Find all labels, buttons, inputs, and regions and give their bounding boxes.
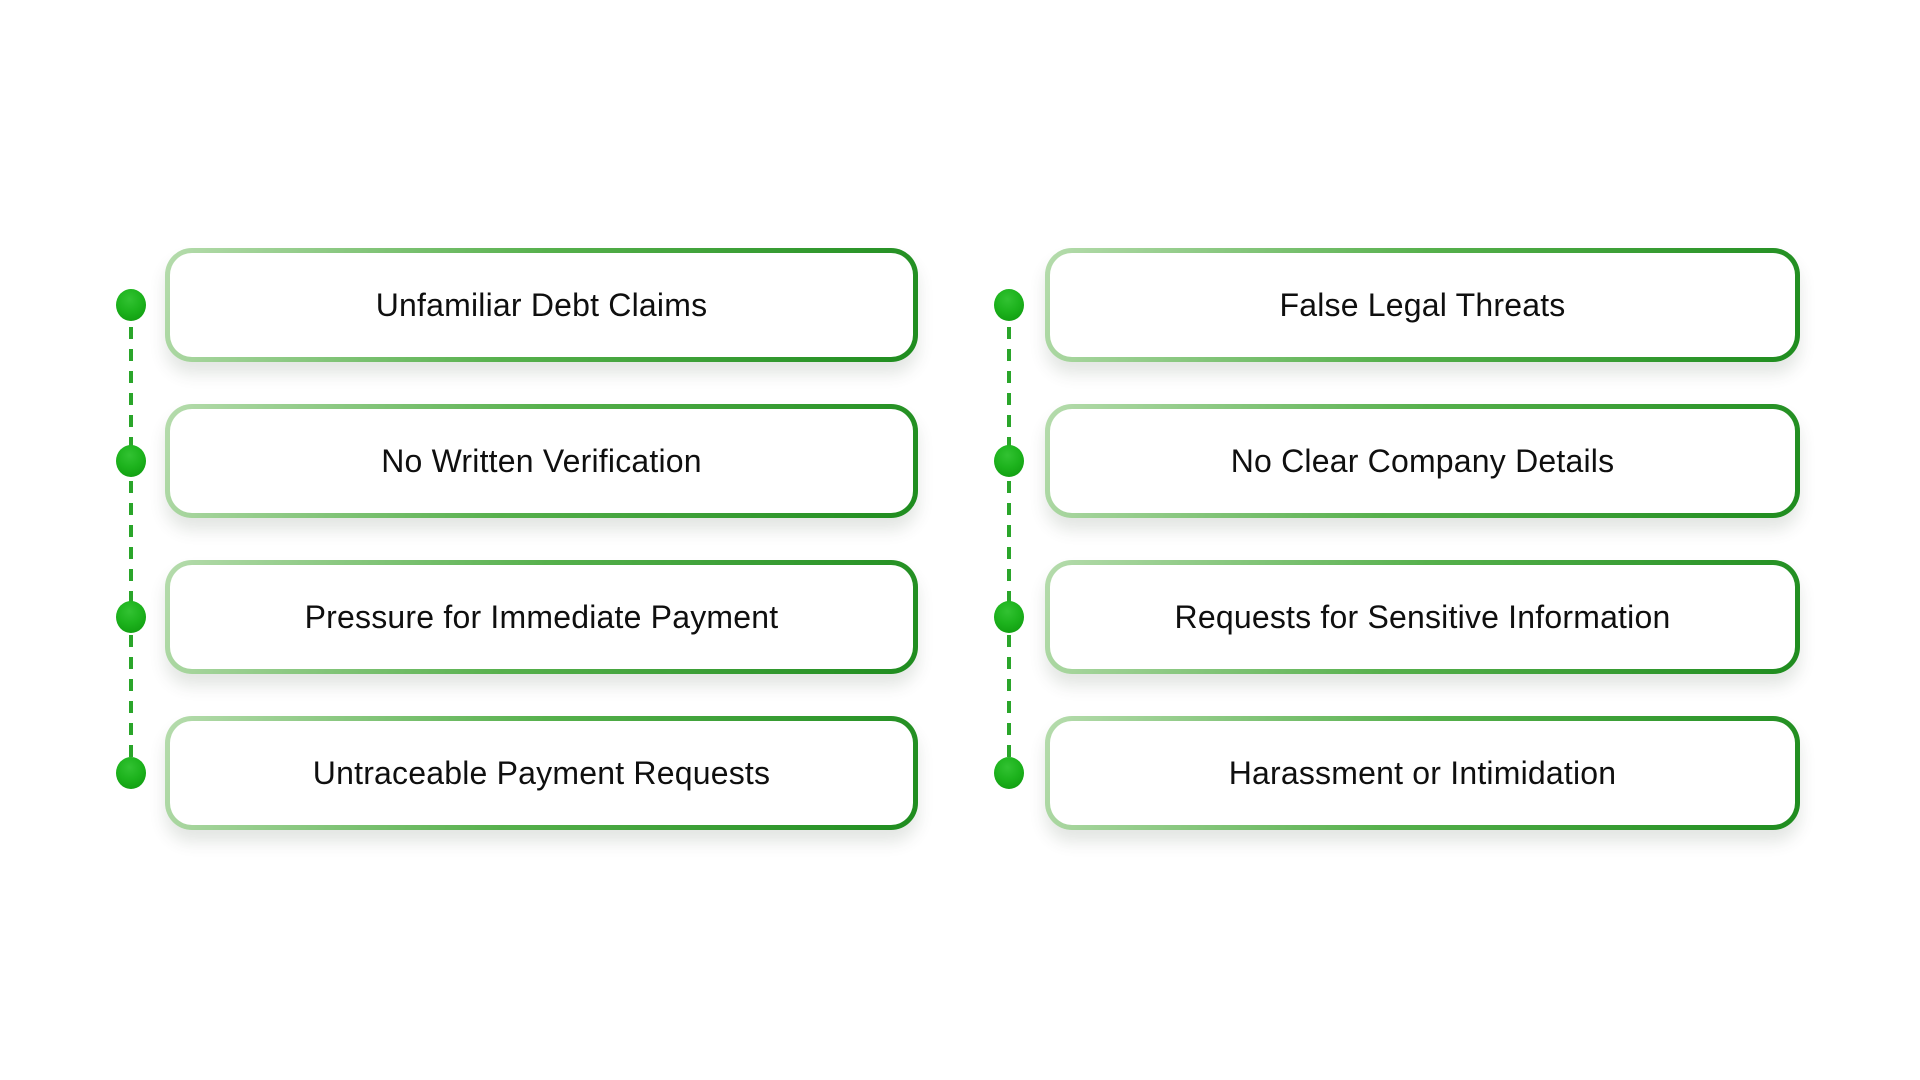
info-box-label: No Written Verification [381, 442, 702, 479]
right-connector-line [1007, 305, 1011, 773]
info-box-inner: False Legal Threats [1050, 253, 1795, 357]
info-box-label: False Legal Threats [1279, 286, 1566, 323]
bullet-dot [116, 601, 146, 633]
bullet-dot [994, 289, 1024, 321]
info-box: Unfamiliar Debt Claims [165, 248, 918, 362]
bullet-dot [994, 757, 1024, 789]
info-box-inner: Unfamiliar Debt Claims [170, 253, 913, 357]
info-box-inner: Pressure for Immediate Payment [170, 565, 913, 669]
left-connector-line [129, 305, 133, 773]
info-box-inner: Requests for Sensitive Information [1050, 565, 1795, 669]
info-box-label: Harassment or Intimidation [1228, 754, 1617, 791]
info-box: No Written Verification [165, 404, 918, 518]
info-box: No Clear Company Details [1045, 404, 1800, 518]
info-box-inner: Harassment or Intimidation [1050, 721, 1795, 825]
bullet-dot [116, 445, 146, 477]
info-box: Pressure for Immediate Payment [165, 560, 918, 674]
bullet-dot [116, 757, 146, 789]
info-box: False Legal Threats [1045, 248, 1800, 362]
info-box: Harassment or Intimidation [1045, 716, 1800, 830]
info-box-inner: No Written Verification [170, 409, 913, 513]
bullet-dot [116, 289, 146, 321]
info-box: Untraceable Payment Requests [165, 716, 918, 830]
info-box-label: No Clear Company Details [1230, 442, 1615, 479]
info-box-inner: Untraceable Payment Requests [170, 721, 913, 825]
info-box-inner: No Clear Company Details [1050, 409, 1795, 513]
bullet-dot [994, 601, 1024, 633]
info-box-label: Unfamiliar Debt Claims [375, 286, 708, 323]
info-box-label: Pressure for Immediate Payment [304, 598, 779, 635]
info-box: Requests for Sensitive Information [1045, 560, 1800, 674]
bullet-dot [994, 445, 1024, 477]
info-box-label: Requests for Sensitive Information [1174, 598, 1671, 635]
info-box-label: Untraceable Payment Requests [312, 754, 771, 791]
